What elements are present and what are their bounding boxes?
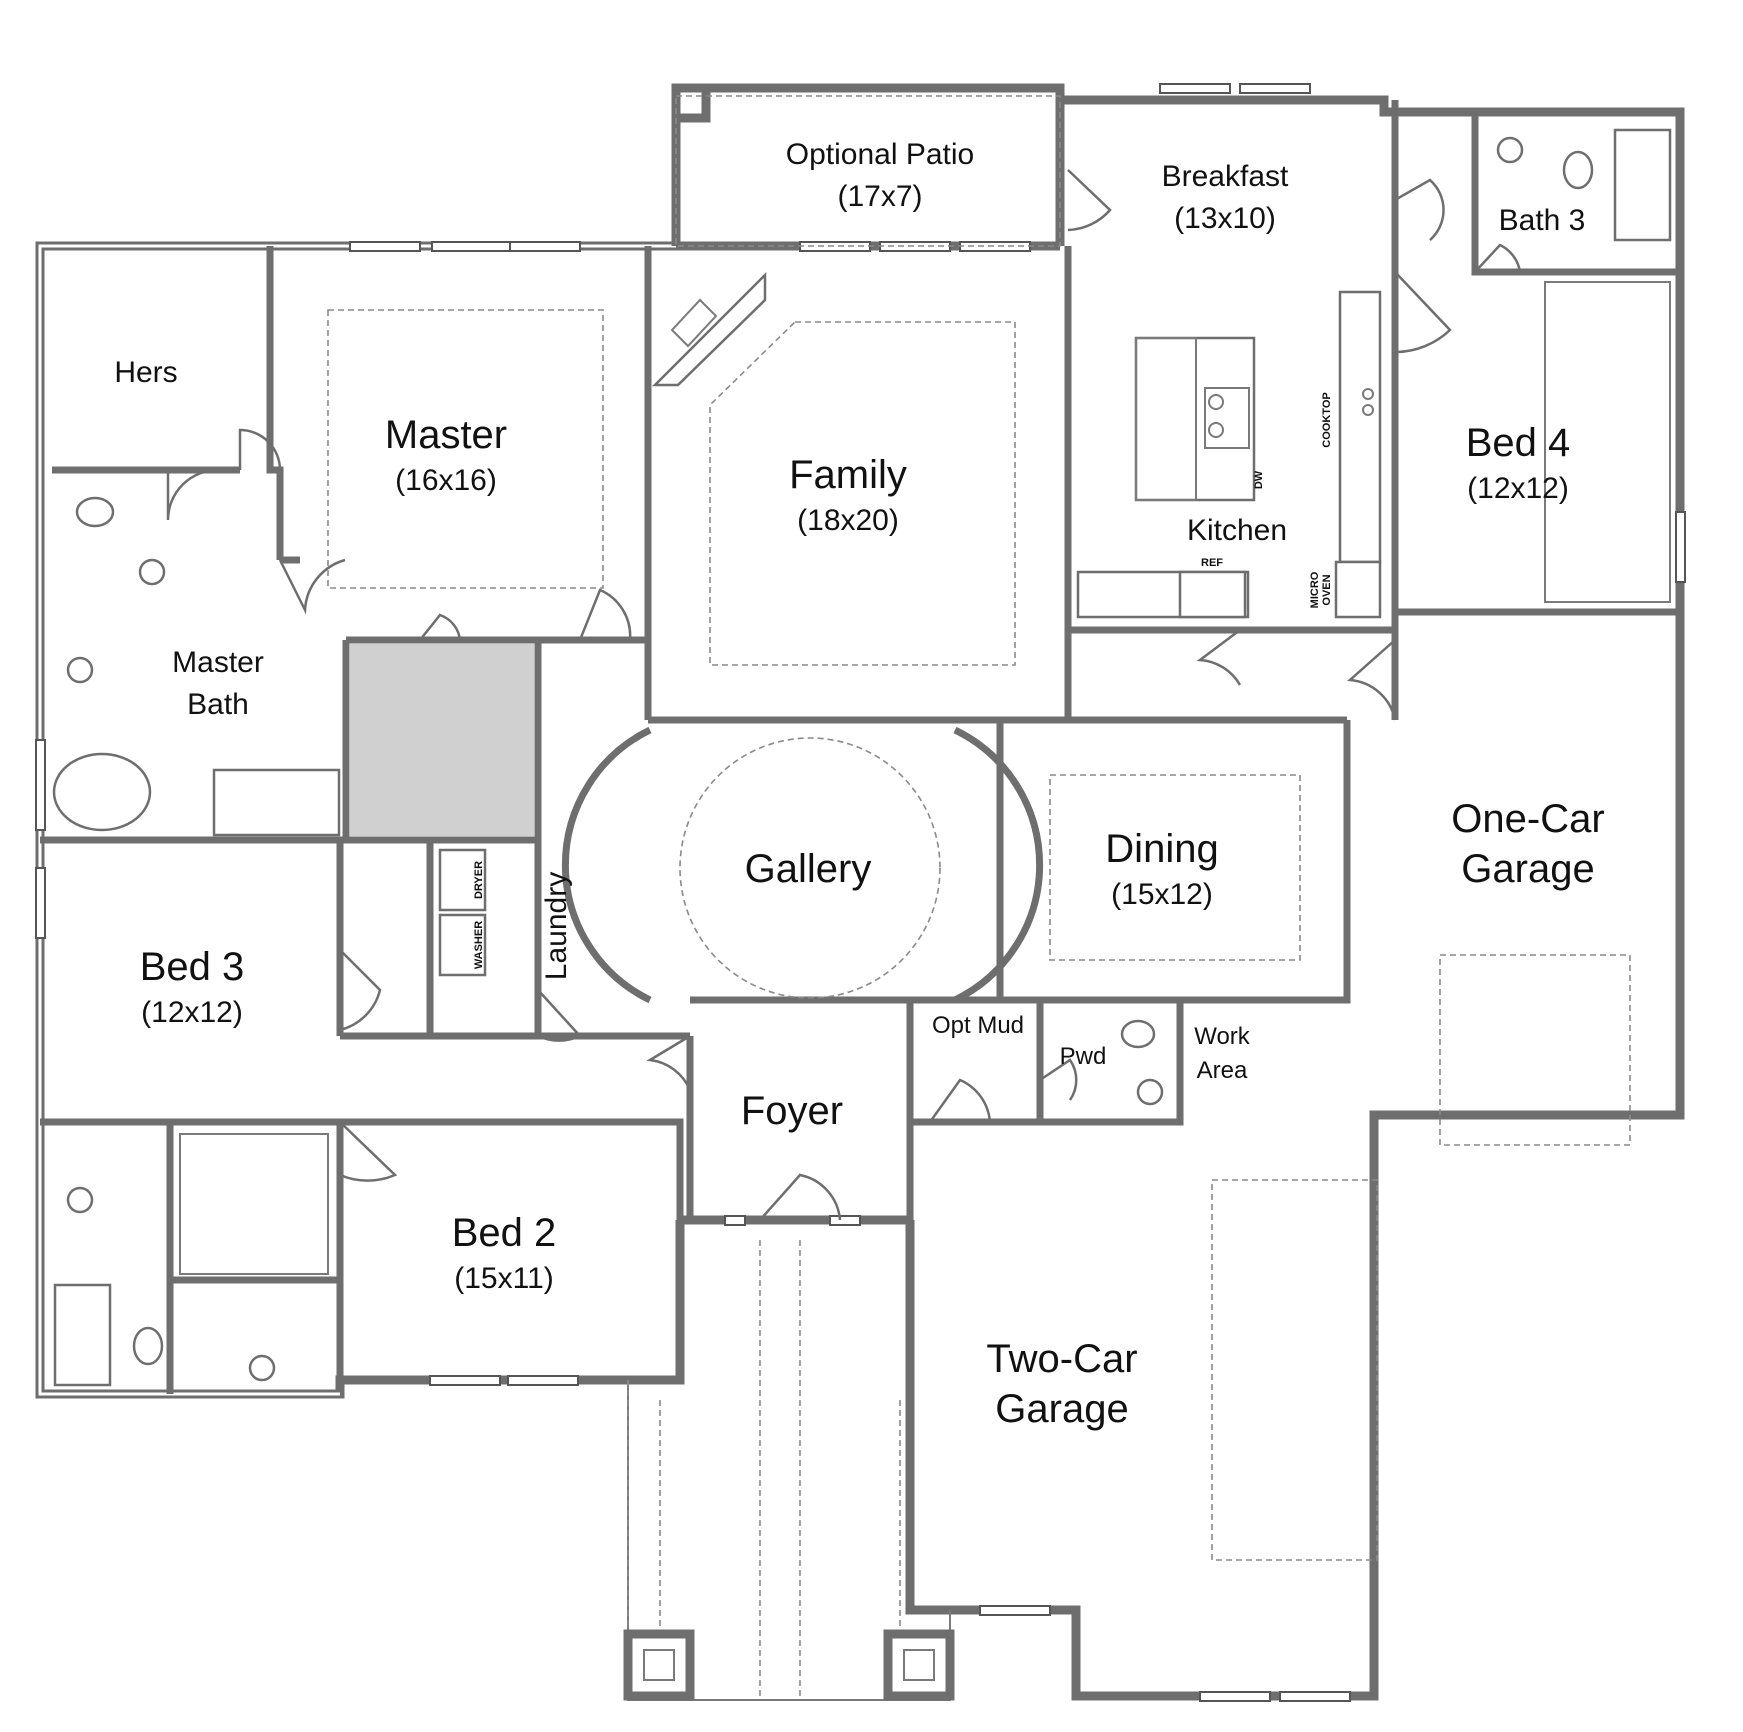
pwd-label: Pwd: [1060, 1043, 1107, 1070]
work-area-label-line1: Work: [1194, 1023, 1251, 1050]
breakfast-label: Breakfast: [1162, 160, 1289, 193]
bed2-label: Bed 2: [452, 1211, 557, 1255]
ref-label: REF: [1201, 557, 1223, 569]
cooktop-label: COOKTOP: [1321, 392, 1333, 447]
hers-label: Hers: [114, 356, 177, 389]
interior-walls: [40, 100, 1680, 1394]
master-bath-label-line1: Master: [172, 646, 264, 679]
two-car-garage-label-line1: Two-Car: [986, 1337, 1137, 1381]
family-label: Family: [789, 453, 907, 497]
ceiling-outlines: [327, 95, 1631, 1700]
optional-patio-label: Optional Patio: [786, 138, 974, 171]
dining-label: Dining: [1105, 827, 1218, 871]
micro-oven-label-line2: OVEN: [1321, 574, 1333, 605]
breakfast-size: (13x10): [1174, 202, 1276, 235]
gallery-label: Gallery: [745, 847, 872, 891]
family-size: (18x20): [797, 504, 899, 537]
bed4-size: (12x12): [1467, 472, 1569, 505]
gallery-arc-east: [953, 726, 1044, 1004]
doors: [166, 169, 1522, 1221]
micro-oven-label-line1: MICRO: [1309, 571, 1321, 608]
kitchen-island: [1134, 336, 1256, 502]
work-area-label-line2: Area: [1197, 1057, 1248, 1084]
bed3-size: (12x12): [141, 996, 243, 1029]
kitchen-label: Kitchen: [1187, 514, 1287, 547]
laundry-label: Laundry: [540, 872, 573, 980]
dryer-label: DRYER: [473, 861, 485, 899]
bed2-size: (15x11): [454, 1262, 554, 1295]
room-labels: Optional Patio (17x7) Breakfast (13x10) …: [114, 138, 1604, 1431]
master-closet-fill: [350, 644, 534, 836]
bed4-label: Bed 4: [1466, 421, 1571, 465]
bed3-label: Bed 3: [140, 945, 245, 989]
two-car-garage-label-line2: Garage: [995, 1387, 1128, 1431]
bath-fixtures: [52, 128, 1672, 1387]
exterior-walls: [35, 83, 1685, 1701]
windows: [35, 83, 1686, 1702]
gallery-arc-west: [561, 726, 652, 1004]
one-car-garage-label-line1: One-Car: [1451, 797, 1604, 841]
fireplace: [651, 271, 767, 387]
master-bath-label-line2: Bath: [187, 688, 249, 721]
dw-label: DW: [1253, 470, 1265, 489]
master-label: Master: [385, 413, 507, 457]
dining-size: (15x12): [1111, 878, 1213, 911]
washer-label: WASHER: [473, 921, 485, 969]
optional-patio-size: (17x7): [837, 180, 922, 213]
opt-mud-label: Opt Mud: [932, 1012, 1024, 1039]
bath3-label: Bath 3: [1499, 204, 1586, 237]
master-size: (16x16): [395, 464, 497, 497]
kitchen-counters: [1076, 290, 1382, 619]
one-car-garage-label-line2: Garage: [1461, 847, 1594, 891]
appliance-labels: COOKTOP DW REF MICRO OVEN WASHER DRYER: [473, 392, 1333, 969]
foyer-label: Foyer: [741, 1089, 843, 1133]
